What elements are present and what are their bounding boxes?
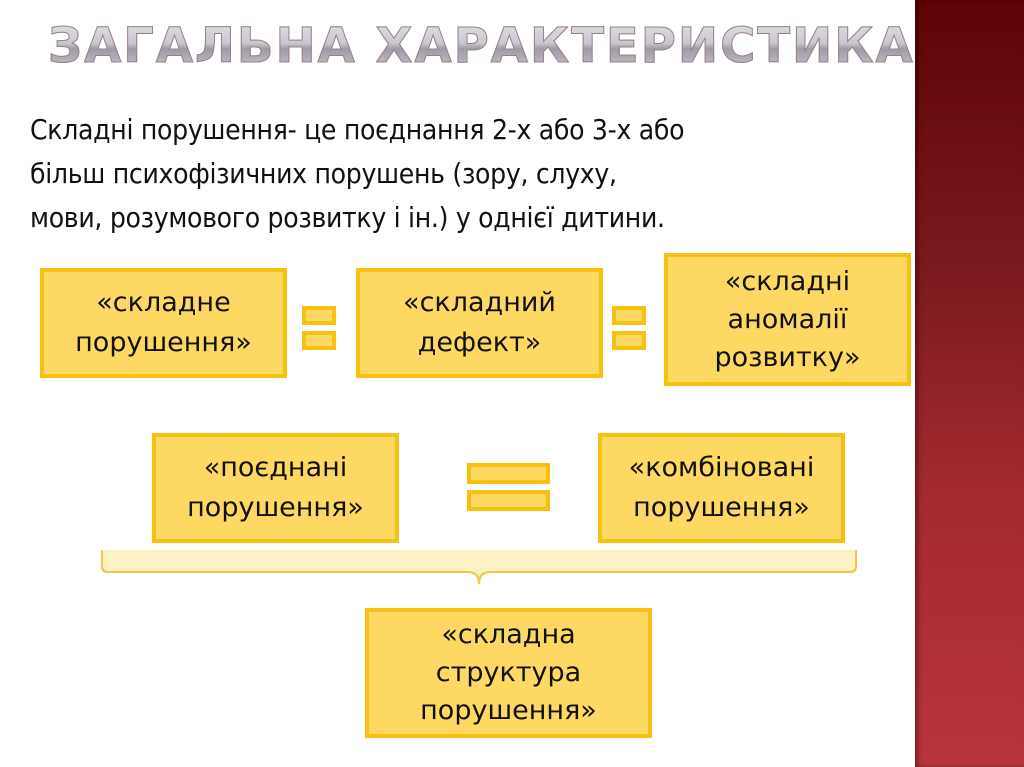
box-line: порушення» — [187, 492, 364, 523]
box-complex-structure: «складна структура порушення» — [365, 608, 652, 738]
equals-sign-icon — [467, 463, 550, 511]
box-line: порушення» — [75, 327, 252, 358]
box-line: структура — [435, 657, 582, 688]
box-combined-disorders: «поєднані порушення» — [152, 433, 399, 543]
slide-title: ЗАГАЛЬНА ХАРАКТЕРИСТИКА — [48, 18, 915, 75]
box-complex-defect: «складний дефект» — [356, 268, 603, 378]
definition-line: Складні порушення- це поєднання 2-х або … — [30, 113, 685, 146]
box-complex-disorder: «складне порушення» — [40, 268, 287, 378]
box-combination-disorders: «комбіновані порушення» — [598, 433, 845, 543]
box-line: порушення» — [633, 492, 810, 523]
box-line: розвитку» — [714, 341, 861, 373]
box-line: «складні — [724, 265, 851, 297]
box-line: порушення» — [420, 695, 597, 726]
box-line: «складна — [441, 619, 576, 650]
curly-brace-icon — [101, 550, 857, 585]
box-line: «поєднані — [203, 452, 348, 483]
box-complex-anomalies: «складні аномалії розвитку» — [664, 253, 911, 386]
definition-text: Складні порушення- це поєднання 2-х або … — [30, 108, 910, 240]
box-line: дефект» — [417, 327, 542, 358]
equals-sign-icon — [612, 306, 646, 350]
box-line: «складне — [96, 287, 231, 318]
box-line: аномалії — [727, 303, 848, 335]
slide: ЗАГАЛЬНА ХАРАКТЕРИСТИКА Складні порушенн… — [30, 17, 915, 738]
equals-sign-icon — [302, 306, 336, 350]
definition-line: більш психофізичних порушень (зору, слух… — [30, 157, 617, 190]
decorative-side-panel — [915, 0, 1024, 767]
box-line: «складний — [403, 287, 556, 318]
box-line: «комбіновані — [628, 452, 815, 483]
definition-line: мови, розумового розвитку і ін.) у одніє… — [30, 201, 665, 234]
